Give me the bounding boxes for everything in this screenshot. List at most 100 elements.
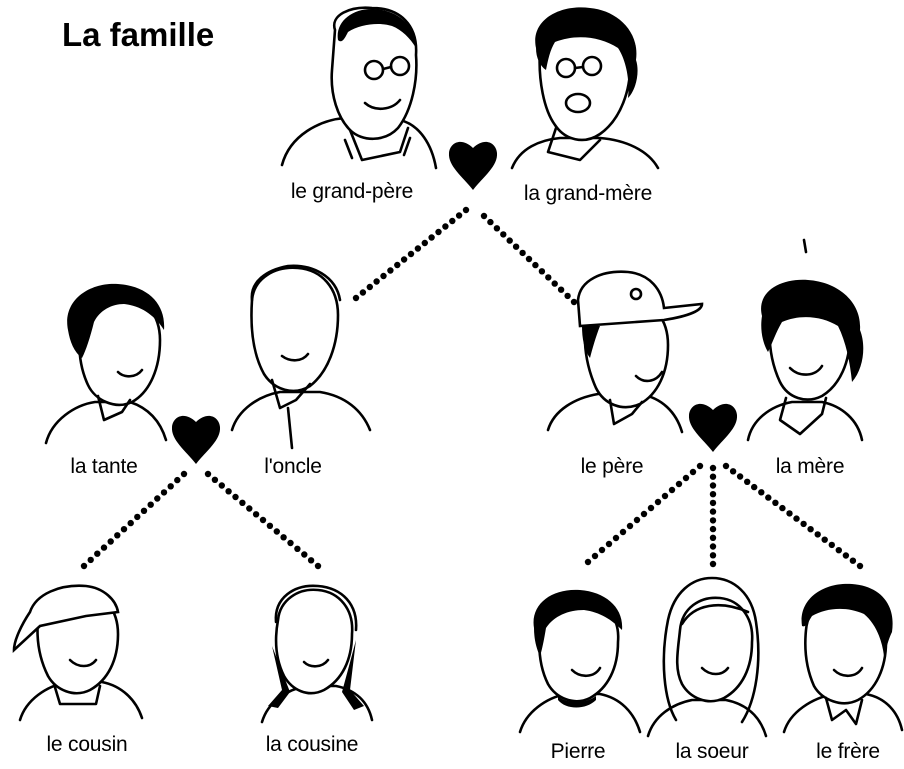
dot bbox=[80, 562, 88, 570]
heart-icon-grandparents bbox=[448, 141, 498, 190]
dot bbox=[584, 558, 592, 566]
dot bbox=[709, 560, 717, 568]
dot bbox=[545, 274, 552, 281]
uncle-portrait bbox=[230, 264, 372, 450]
dot bbox=[709, 491, 717, 498]
heart-icon-parents bbox=[688, 403, 738, 452]
dot bbox=[758, 489, 765, 496]
dot bbox=[661, 492, 669, 500]
dot bbox=[598, 546, 606, 554]
sister-portrait bbox=[646, 576, 768, 738]
dot bbox=[180, 470, 188, 478]
dot bbox=[532, 261, 539, 269]
dot bbox=[500, 231, 507, 238]
dot bbox=[807, 526, 814, 533]
dot bbox=[114, 532, 121, 539]
dot bbox=[87, 556, 94, 564]
dot bbox=[765, 494, 772, 501]
dot bbox=[709, 499, 717, 507]
dot bbox=[591, 552, 599, 560]
dot bbox=[259, 516, 267, 524]
dot bbox=[314, 562, 322, 570]
dot bbox=[709, 525, 717, 533]
dot bbox=[273, 528, 280, 535]
dot bbox=[828, 541, 835, 549]
dot bbox=[211, 476, 219, 483]
dot bbox=[127, 519, 134, 527]
label-mother: la mère bbox=[775, 455, 845, 478]
dot bbox=[519, 249, 526, 257]
dot bbox=[380, 272, 387, 280]
dot bbox=[842, 552, 850, 559]
dot bbox=[605, 540, 613, 548]
dot bbox=[709, 508, 717, 515]
dot bbox=[493, 225, 501, 232]
dot bbox=[744, 478, 751, 485]
dot bbox=[487, 218, 494, 226]
dot bbox=[682, 474, 690, 482]
dot bbox=[779, 504, 786, 512]
dot bbox=[400, 256, 408, 263]
label-grandfather: le grand-père bbox=[290, 180, 414, 203]
dot bbox=[856, 562, 864, 570]
pierre-portrait bbox=[518, 589, 642, 734]
dot bbox=[675, 480, 683, 488]
dot bbox=[654, 498, 662, 506]
label-father: le père bbox=[580, 455, 644, 478]
grandmother-portrait bbox=[510, 7, 660, 170]
dot bbox=[709, 552, 717, 559]
dot bbox=[640, 510, 648, 518]
dot bbox=[414, 245, 422, 252]
dot bbox=[751, 483, 758, 491]
dot bbox=[668, 486, 676, 494]
dot bbox=[167, 483, 174, 490]
dot bbox=[570, 298, 578, 306]
dot bbox=[538, 268, 546, 275]
dotted-line-to-cousin bbox=[80, 470, 188, 570]
dot bbox=[239, 499, 246, 506]
dot bbox=[246, 505, 253, 512]
dot bbox=[849, 557, 857, 564]
dot bbox=[147, 501, 154, 508]
dot bbox=[612, 534, 620, 542]
dot bbox=[421, 239, 428, 247]
dot bbox=[551, 280, 558, 287]
dot bbox=[266, 522, 274, 529]
dot bbox=[174, 476, 181, 484]
label-cousin-f: la cousine bbox=[265, 733, 359, 756]
dot bbox=[619, 528, 627, 536]
dot bbox=[800, 520, 807, 528]
dot bbox=[218, 482, 225, 489]
grandfather-portrait bbox=[280, 6, 438, 170]
dot bbox=[352, 294, 360, 302]
dot bbox=[689, 468, 697, 476]
dot bbox=[94, 550, 101, 557]
heart-icon-aunt-uncle bbox=[171, 415, 221, 464]
dot bbox=[225, 488, 232, 495]
dot bbox=[154, 495, 161, 502]
cousin-girl-portrait bbox=[260, 584, 374, 724]
dot bbox=[557, 286, 565, 293]
dot bbox=[301, 551, 308, 558]
dot bbox=[160, 489, 168, 496]
dot bbox=[366, 283, 373, 291]
dot bbox=[140, 507, 148, 514]
dot bbox=[786, 510, 793, 517]
dot bbox=[449, 217, 456, 225]
dot bbox=[204, 470, 212, 478]
label-cousin-m: le cousin bbox=[46, 733, 128, 756]
dot bbox=[709, 517, 717, 524]
dotted-line-to-cousine bbox=[204, 470, 322, 570]
dot bbox=[359, 289, 367, 296]
dot bbox=[280, 534, 287, 541]
father-portrait bbox=[546, 270, 704, 434]
dot bbox=[373, 278, 380, 285]
dot bbox=[633, 516, 641, 524]
dot bbox=[462, 206, 470, 214]
dot bbox=[647, 504, 655, 512]
dot bbox=[729, 468, 737, 475]
dotted-line-to-father bbox=[480, 212, 578, 306]
dot bbox=[709, 464, 717, 472]
dot bbox=[307, 557, 315, 564]
